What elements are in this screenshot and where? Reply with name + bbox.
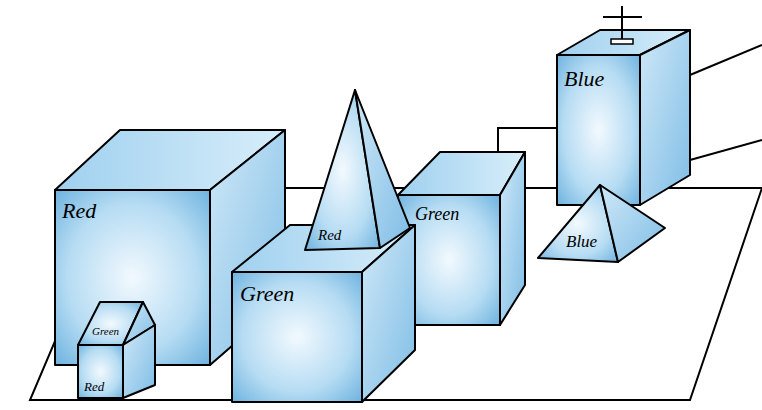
box-block: Red [76, 323, 157, 400]
box-block: Blue [555, 28, 692, 207]
color-label: Red [84, 380, 104, 393]
color-label: Blue [564, 68, 604, 90]
color-label: Green [92, 326, 119, 337]
box-outline [555, 28, 692, 207]
pyramid-block: Red [303, 88, 412, 252]
color-label: Red [318, 228, 341, 243]
pyramid-block: Blue [536, 183, 667, 264]
color-label: Green [415, 205, 459, 223]
color-label: Red [62, 200, 96, 222]
color-label: Blue [566, 233, 597, 250]
pyramid-outline [536, 183, 667, 264]
color-label: Green [240, 283, 294, 305]
